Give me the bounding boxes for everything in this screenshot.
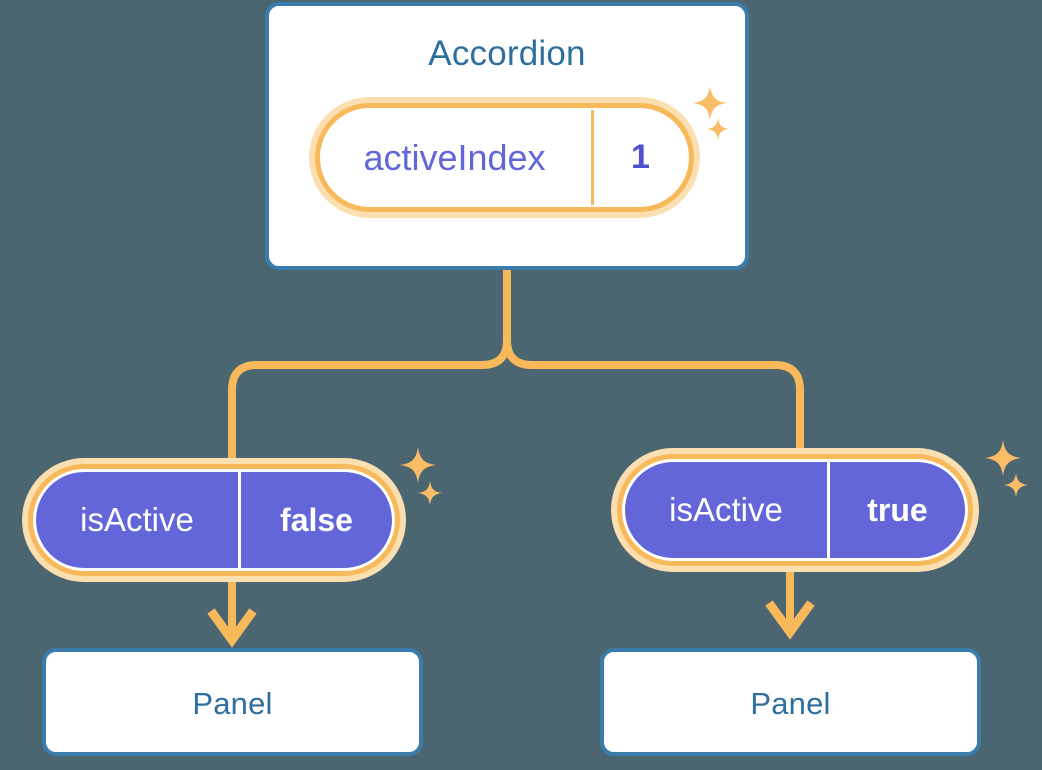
state-pill-is-active-false[interactable]: isActive false [22,458,406,582]
state-key-label: isActive [80,501,194,538]
component-card-panel-left[interactable]: Panel [42,648,423,756]
state-value-label: 1 [591,110,687,205]
component-title-panel-right: Panel [750,686,831,721]
sparkle-four-point-icon [985,440,1021,476]
arrow-down-icon-right [765,600,815,640]
state-value-label: true [827,462,965,558]
state-pill-inner: isActive false [33,469,395,571]
connector-branch-left [228,266,511,469]
connector-branch-right [503,266,804,459]
state-pill-ring: activeIndex 1 [315,103,694,212]
component-title-accordion: Accordion [428,34,586,73]
state-pill-inner: isActive true [622,459,968,561]
component-card-panel-right[interactable]: Panel [600,648,981,756]
state-pill-ring: isActive true [617,454,973,566]
state-pill-is-active-true[interactable]: isActive true [611,448,979,572]
state-pill-ring: isActive false [28,464,400,576]
state-key-label: activeIndex [363,136,546,178]
state-pill-active-index[interactable]: activeIndex 1 [309,97,700,218]
component-title-panel-left: Panel [192,686,273,721]
sparkle-four-point-small-icon [1004,473,1028,497]
state-value-label: false [238,472,392,568]
state-key-label: isActive [669,491,783,528]
arrow-down-icon-left [207,608,257,648]
sparkle-four-point-icon [400,447,436,483]
state-pill-inner: activeIndex 1 [320,108,689,207]
sparkle-four-point-small-icon [418,481,442,505]
